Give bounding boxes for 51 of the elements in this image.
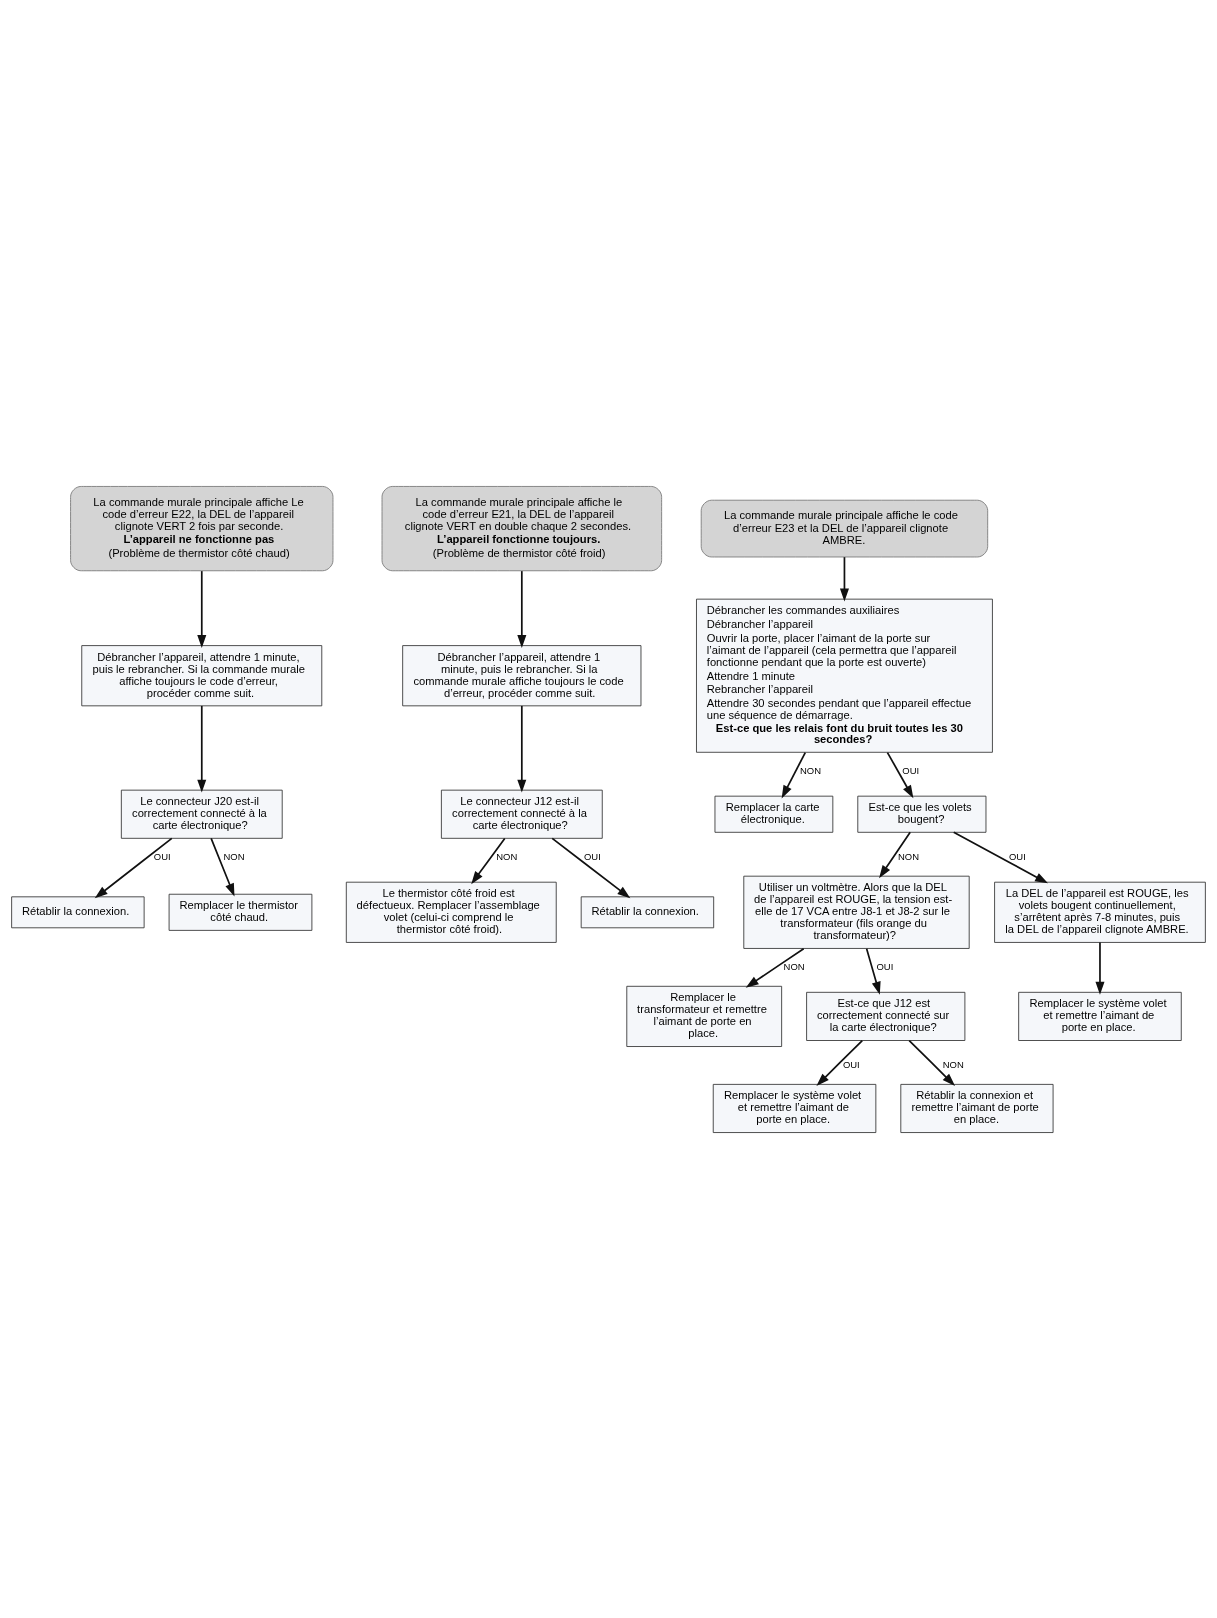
edge-label: OUI [583,850,601,862]
node-box: Débrancher l’appareil, attendre 1 minute, puis le rebrancher. Si la commande murale affiche toujours le code d’erreur, procéder comme suit. [81,644,323,706]
node-box: Est-ce que J12 est correctement connecté sur la carte électronique? [806,991,966,1041]
arrow [210,837,235,896]
node-box: Le connecteur J12 est-il correctement connecté à la carte électronique? [440,789,603,839]
arrow [94,837,173,898]
arrow [517,704,527,793]
arrow [197,569,207,648]
node-box: Débrancher l’appareil, attendre 1 minute, puis le rebrancher. Si la commande murale affiche toujours le code d’erreur, procéder comme suit. [402,644,642,706]
arrow [551,837,631,898]
edge-label: NON [799,764,821,776]
node-box: Est-ce que les volets bougent? [857,795,987,833]
edge-label: OUI [153,850,171,862]
edge-label: OUI [902,764,920,776]
node-box: Remplacer le thermistor côté chaud. [168,893,313,931]
node-box: Remplacer le système volet et remettre l’aimant de porte en place. [712,1083,877,1133]
node-box: Rétablir la connexion. [11,895,145,928]
edge-label: OUI [1008,850,1026,862]
edge-label: NON [898,850,920,862]
arrow [952,830,1048,883]
arrow [865,947,881,995]
node-box: Rétablir la connexion. [580,895,715,928]
node-box: Rétablir la connexion et remettre l’aimant de porte en place. [900,1083,1054,1133]
arrow [1095,941,1105,995]
arrow [908,1039,956,1086]
arrow [781,751,807,798]
edge-label: NON [942,1058,964,1070]
arrow [879,830,912,878]
node-box: Remplacer le système volet et remettre l’aimant de porte en place. [1018,991,1182,1041]
edge-label: NON [223,850,245,862]
arrow [839,555,849,601]
node-box: Le connecteur J20 est-il correctement connecté à la carte électronique? [120,789,283,839]
arrow [197,704,207,793]
arrow [745,947,805,988]
node-box: Utiliser un voltmètre. Alors que la DEL de l’appareil est ROUGE, la tension est-elle de 17 VCA entre J8-1 et J8-2 sur le transformateur (fils orange du transformateur)? [743,875,970,949]
node-box: La commande murale principale affiche Le code d’erreur E22, la DEL de l’appareil clignote VERT 2 fois par seconde. L’appareil ne fonctionne pas (Problème de thermistor côté chaud) [70,485,334,571]
arrow [517,569,527,648]
node-box: La DEL de l’appareil est ROUGE, les volets bougent continuellement, s’arrêtent après 7-8 minutes, puis la DEL de l’appareil clignote AMBRE. [994,881,1206,943]
node-box: Le thermistor côté froid est défectueux. Remplacer l’assemblage volet (celui-ci comprend le thermistor côté froid). [345,881,557,943]
edge-label: OUI [842,1058,860,1070]
arrow [816,1039,864,1086]
edge-label: OUI [876,960,894,972]
arrow [471,837,506,884]
arrow [886,751,914,798]
node-box: La commande murale principale affiche le code d’erreur E21, la DEL de l’appareil clignote VERT en double chaque 2 secondes. L’appareil fonctionne toujours. (Problème de thermistor côté froid) [381,485,663,571]
node-box: Remplacer la carte électronique. [714,795,834,833]
node-box: La commande murale principale affiche le code d’erreur E23 et la DEL de l’appareil clignote AMBRE. [700,499,989,557]
node-box: Remplacer le transformateur et remettre l’aimant de porte en place. [626,985,783,1047]
edge-label: NON [496,850,518,862]
edge-label: NON [783,960,805,972]
node-box: Débrancher les commandes auxiliaires Débrancher l’appareil Ouvrir la porte, placer l’aimant de la porte sur l’aimant de l’appareil (cela permettra que l’appareil fonctionne pendant que la porte est ouverte) Attendre 1 minute Rebrancher l’appareil Attendre 30 secondes pendant que l’appareil effectue une séquence de démarrage. Est-ce que les relais font du bruit toutes les 30 secondes? [696,598,993,753]
